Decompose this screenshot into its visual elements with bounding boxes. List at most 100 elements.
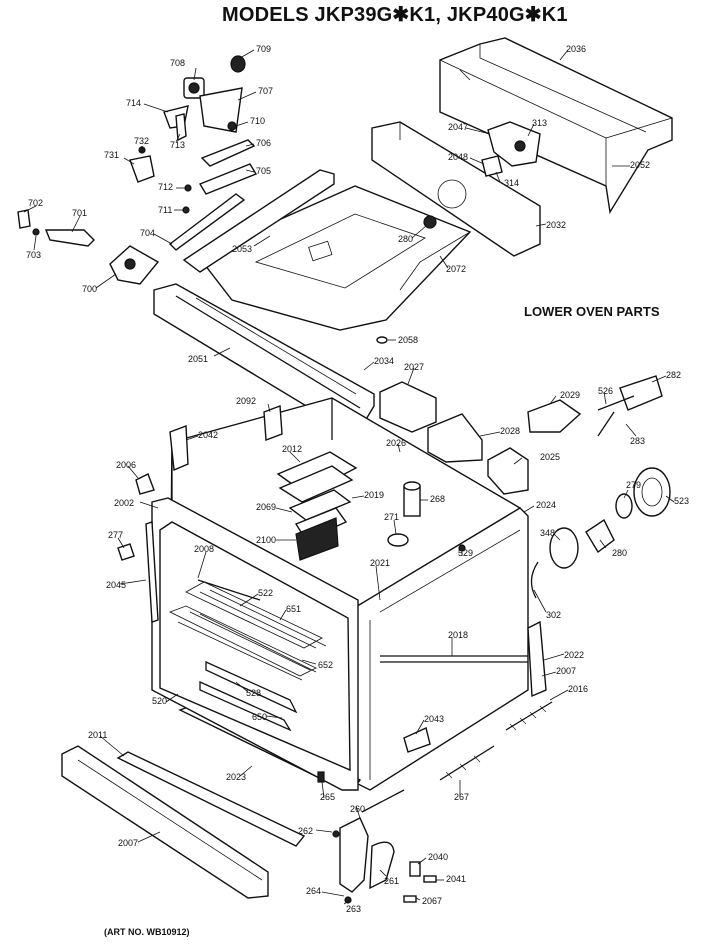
vent-2028	[427, 413, 483, 463]
label-528: 528	[246, 688, 261, 698]
leader-lines	[23, 49, 675, 905]
spring-2016	[505, 701, 553, 731]
label-283: 283	[630, 436, 645, 446]
label-2072: 2072	[446, 264, 466, 274]
control-small-parts	[17, 55, 258, 285]
label-526: 526	[598, 386, 613, 396]
label-710: 710	[250, 116, 265, 126]
label-2028: 2028	[500, 426, 520, 436]
label-2029: 2029	[560, 390, 580, 400]
part-277	[117, 543, 135, 561]
label-261: 261	[384, 876, 399, 886]
oven-top-shield	[196, 185, 472, 331]
bracket-704	[168, 193, 246, 251]
label-700: 700	[82, 284, 97, 294]
label-348: 348	[540, 528, 555, 538]
label-2032: 2032	[546, 220, 566, 230]
label-703: 703	[26, 250, 41, 260]
seal-2045	[145, 521, 159, 623]
diagram-title: MODELS JKP39G✱K1, JKP40G✱K1	[222, 4, 568, 26]
label-705: 705	[256, 166, 271, 176]
label-651: 651	[286, 604, 301, 614]
kick-panel-2007	[61, 745, 269, 899]
label-2024: 2024	[536, 500, 556, 510]
label-650: 650	[252, 712, 267, 722]
label-260: 260	[350, 804, 365, 814]
oven-body	[151, 397, 529, 791]
hinge-parts-526-282	[597, 375, 663, 437]
section-title: LOWER OVEN PARTS	[524, 304, 660, 319]
label-282: 282	[666, 370, 681, 380]
label-652: 652	[318, 660, 333, 670]
label-2053: 2053	[232, 244, 252, 254]
label-2011: 2011	[88, 730, 107, 740]
trim-2011	[116, 751, 306, 847]
label-522: 522	[258, 588, 273, 598]
label-714: 714	[126, 98, 141, 108]
label-712: 712	[158, 182, 173, 192]
bracket-2042	[169, 425, 189, 472]
bracket-2022	[527, 620, 547, 698]
label-529: 529	[458, 548, 473, 558]
label-302: 302	[546, 610, 561, 620]
label-708: 708	[170, 58, 185, 68]
label-2026: 2026	[386, 438, 406, 448]
label-2027: 2027	[404, 362, 424, 372]
label-709: 709	[256, 44, 271, 54]
label-2022: 2022	[564, 650, 584, 660]
side-rail-2053	[182, 169, 335, 273]
label-2012: 2012	[282, 444, 302, 454]
label-2058: 2058	[398, 335, 418, 345]
label-2034: 2034	[374, 356, 394, 366]
vent-tube-268	[387, 481, 421, 547]
label-2067: 2067	[422, 896, 442, 906]
label-2052: 2052	[630, 160, 650, 170]
label-713: 713	[170, 140, 185, 150]
label-2051: 2051	[188, 354, 208, 364]
bracket-2029	[527, 399, 582, 433]
top-trim-2051	[153, 283, 375, 437]
label-2016: 2016	[568, 684, 588, 694]
grommet-2058	[376, 336, 388, 344]
label-732: 732	[134, 136, 149, 146]
label-706: 706	[256, 138, 271, 148]
label-277: 277	[108, 530, 123, 540]
label-314: 314	[504, 178, 519, 188]
label-2042: 2042	[198, 430, 218, 440]
back-panel	[371, 121, 541, 257]
label-263: 263	[346, 904, 361, 914]
label-2041: 2041	[446, 874, 466, 884]
label-707: 707	[258, 86, 273, 96]
label-2047: 2047	[448, 122, 468, 132]
label-2025: 2025	[540, 452, 560, 462]
label-520: 520	[152, 696, 167, 706]
label-2008: 2008	[194, 544, 214, 554]
label-2040: 2040	[428, 852, 448, 862]
label-2018: 2018	[448, 630, 468, 640]
label-262: 262	[298, 826, 313, 836]
label-313: 313	[532, 118, 547, 128]
label-2045: 2045	[106, 580, 126, 590]
art-number: (ART NO. WB10912)	[104, 927, 190, 937]
label-711: 711	[158, 205, 172, 215]
part-2006	[135, 473, 155, 495]
label-702: 702	[28, 198, 43, 208]
bracket-2092	[263, 405, 283, 441]
rod-2018	[380, 655, 528, 663]
label-2021: 2021	[370, 558, 390, 568]
vent-duct-2027	[379, 381, 437, 433]
label-2023: 2023	[226, 772, 246, 782]
spring-267	[439, 745, 495, 781]
label-2002: 2002	[114, 498, 134, 508]
element-stack	[276, 451, 358, 561]
label-2100: 2100	[256, 535, 276, 545]
hinge-assembly	[317, 771, 405, 904]
top-right-switch-parts	[423, 121, 541, 229]
label-2019: 2019	[364, 490, 384, 500]
label-264: 264	[306, 886, 321, 896]
label-2036: 2036	[566, 44, 586, 54]
label-701: 701	[72, 208, 87, 218]
small-parts-2040	[403, 861, 437, 903]
label-280-lower: 280	[612, 548, 627, 558]
